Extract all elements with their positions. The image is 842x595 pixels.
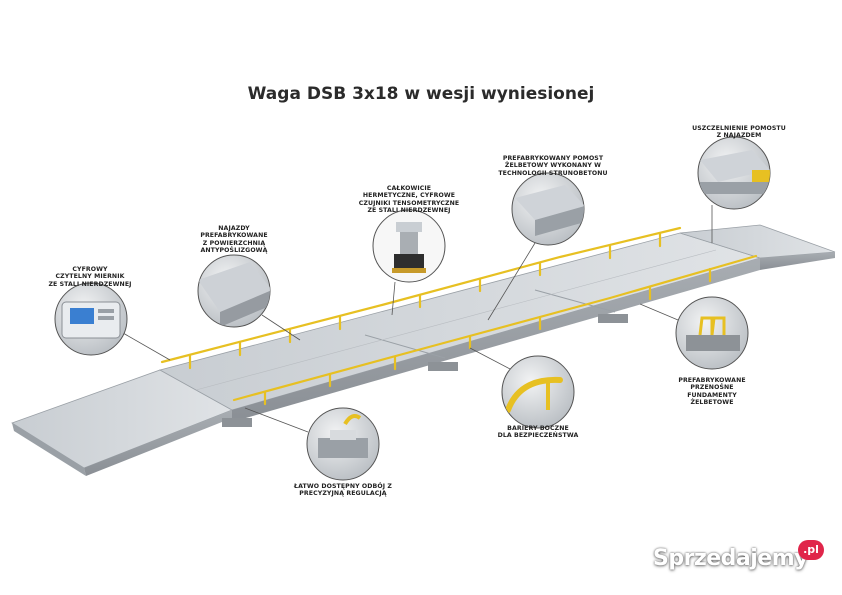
callout-barrier [501, 355, 575, 429]
label-seal: USZCZELNIENIE POMOSTU Z NAJAZDEM [692, 125, 786, 140]
watermark-text: Sprzedajemy [653, 546, 809, 571]
leader-lines [122, 205, 713, 433]
watermark-badge: .pl [798, 540, 824, 560]
left-ramp [11, 369, 233, 476]
callout-seal [697, 136, 771, 210]
label-foundations: PREFABRYKOWANE PRZENOŚNE FUNDAMENTY ŻELB… [678, 377, 746, 407]
callout-ramp-surface [197, 254, 271, 328]
label-deck: PREFABRYKOWANY POMOST ŻELBETOWY WYKONANY… [498, 155, 608, 177]
label-load-cells: CAŁKOWICIE HERMETYCZNE, CYFROWE CZUJNIKI… [358, 185, 460, 215]
label-barriers: BARIERY BOCZNE DLA BEZPIECZEŃSTWA [497, 425, 579, 440]
side-barriers [160, 226, 758, 406]
callout-bumper [306, 407, 380, 481]
page-title: Waga DSB 3x18 w wesji wyniesionej [247, 84, 595, 104]
callout-foundation [675, 296, 749, 370]
label-adjustable-bumper: ŁATWO DOSTĘPNY ODBÓJ Z PRECYZYJNĄ REGULA… [294, 483, 392, 498]
callout-meter [54, 282, 128, 356]
callout-deck [511, 172, 585, 246]
right-ramp [679, 224, 836, 270]
callout-load-cell [372, 209, 446, 283]
label-meter: CYFROWY CZYTELNY MIERNIK ZE STALI NIERDZ… [48, 266, 132, 288]
foundation-blocks [222, 314, 628, 427]
label-ramps: NAJAZDY PREFABRYKOWANE Z POWIERZCHNIĄ AN… [200, 225, 268, 255]
